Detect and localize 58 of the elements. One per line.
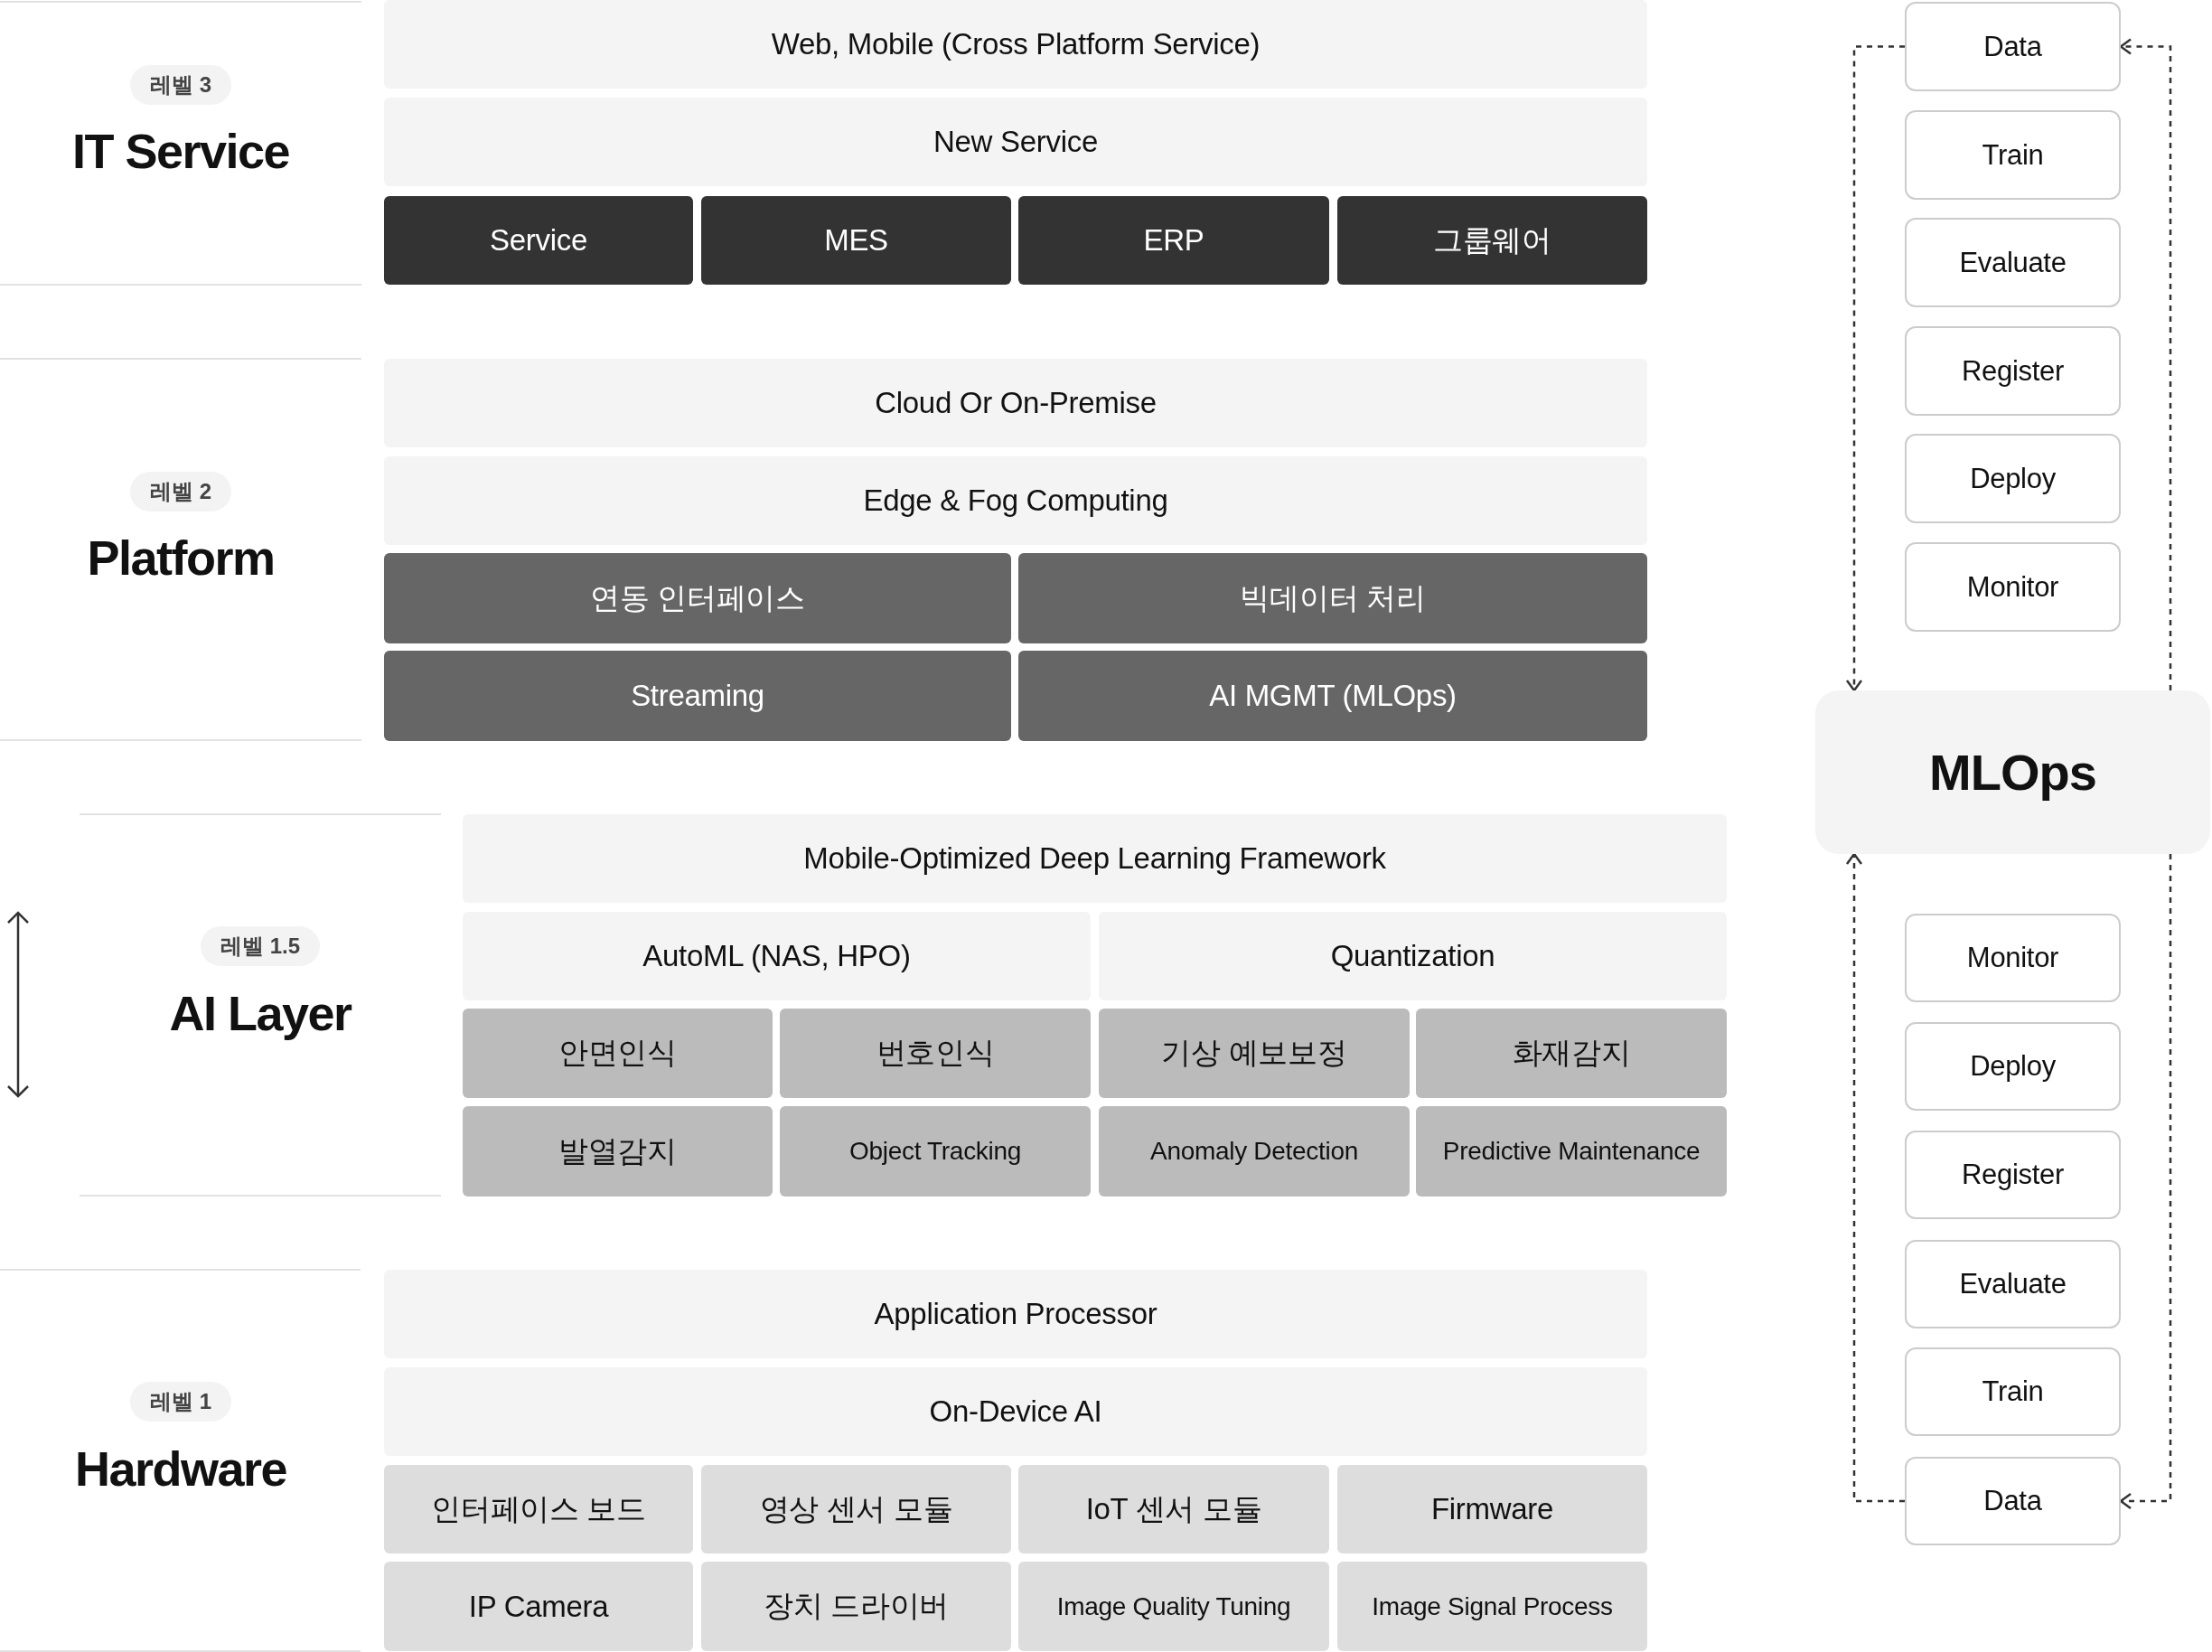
module-tile: IoT 센서 모듈 — [1018, 1465, 1329, 1553]
step-box: Train — [1905, 110, 2121, 200]
step-box: Register — [1905, 326, 2121, 416]
module-tile: Object Tracking — [780, 1106, 1091, 1197]
arrow — [1845, 45, 1905, 692]
module-tile: 발열감지 — [463, 1106, 773, 1197]
module-tile: 영상 센서 모듈 — [701, 1465, 1011, 1553]
layer-bar: Cloud Or On-Premise — [384, 359, 1647, 447]
module-tile: 인터페이스 보드 — [384, 1465, 693, 1553]
layer-bar: Application Processor — [384, 1270, 1647, 1358]
module-tile: 빅데이터 처리 — [1018, 553, 1647, 643]
level-badge: 레벨 1.5 — [201, 926, 320, 966]
step-box: Data — [1905, 1457, 2121, 1545]
layer-bar: Quantization — [1099, 912, 1727, 1000]
module-tile: 안면인식 — [463, 1009, 773, 1098]
level-badge: 레벨 1 — [130, 1382, 231, 1422]
module-tile: Image Signal Process — [1337, 1562, 1647, 1651]
layer-bar: Web, Mobile (Cross Platform Service) — [384, 0, 1647, 89]
module-tile: 장치 드라이버 — [701, 1562, 1011, 1651]
step-box: Deploy — [1905, 434, 2121, 523]
module-tile: Streaming — [384, 651, 1011, 741]
step-box: Data — [1905, 2, 2121, 91]
arrow — [1845, 852, 1905, 1503]
step-box: Monitor — [1905, 542, 2121, 632]
step-box: Evaluate — [1905, 1240, 2121, 1328]
module-tile: 기상 예보보정 — [1099, 1009, 1410, 1098]
module-tile: AI MGMT (MLOps) — [1018, 651, 1647, 741]
module-tile: Firmware — [1337, 1465, 1647, 1553]
module-tile: Predictive Maintenance — [1416, 1106, 1727, 1197]
module-tile: ERP — [1018, 196, 1329, 285]
arrow — [2119, 38, 2172, 690]
section-title: IT Service — [71, 123, 290, 179]
module-tile: IP Camera — [384, 1562, 693, 1651]
module-tile: 번호인식 — [780, 1009, 1091, 1098]
level-badge: 레벨 3 — [130, 65, 231, 105]
level-badge: 레벨 2 — [130, 472, 231, 512]
layer-bar: Edge & Fog Computing — [384, 456, 1647, 545]
step-box: Register — [1905, 1131, 2121, 1219]
layer-bar: New Service — [384, 98, 1647, 186]
layer-bar: Mobile-Optimized Deep Learning Framework — [463, 814, 1727, 903]
module-tile: 그룹웨어 — [1337, 196, 1647, 285]
step-box: Monitor — [1905, 914, 2121, 1002]
step-box: Evaluate — [1905, 218, 2121, 307]
module-tile: Anomaly Detection — [1099, 1106, 1410, 1197]
module-tile: Image Quality Tuning — [1018, 1562, 1329, 1651]
section-title: AI Layer — [169, 985, 351, 1041]
module-tile: 화재감지 — [1416, 1009, 1727, 1098]
layer-bar: On-Device AI — [384, 1367, 1647, 1456]
layer-bar: AutoML (NAS, HPO) — [463, 912, 1091, 1000]
module-tile: 연동 인터페이스 — [384, 553, 1011, 643]
step-box: Train — [1905, 1347, 2121, 1436]
module-tile: Service — [384, 196, 693, 285]
hub-panel: MLOps — [1815, 690, 2210, 854]
module-tile: MES — [701, 196, 1011, 285]
section-title: Platform — [87, 530, 275, 586]
step-box: Deploy — [1905, 1022, 2121, 1111]
arrow — [2119, 854, 2172, 1510]
section-title: Hardware — [74, 1441, 287, 1497]
